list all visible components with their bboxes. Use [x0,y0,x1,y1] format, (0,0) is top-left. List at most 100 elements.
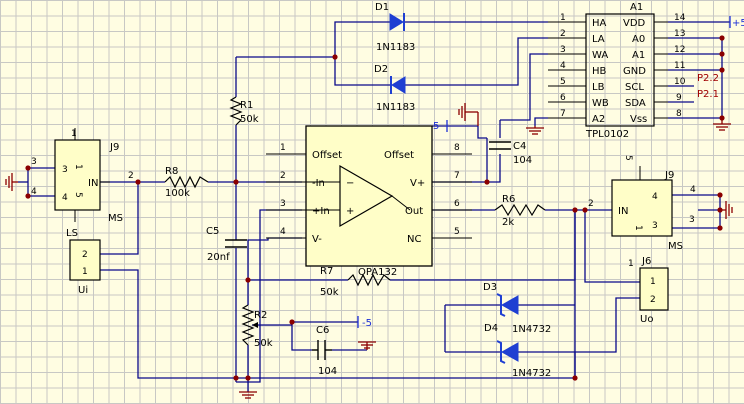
opamp-pin-name: Out [405,206,423,217]
opamp-pin-num: 6 [454,199,460,209]
capacitor-c6: C6 104 [312,325,337,377]
j9-right-body [611,179,673,237]
a1-pin-name: HB [592,66,607,77]
a1-right-pins [654,21,668,119]
ground-icon [458,103,479,126]
opamp-pin-num: 7 [454,171,460,181]
diode-d3-bar [496,293,506,317]
c5-ref: C5 [206,226,219,237]
wire-d2-to-a1 [405,37,548,86]
ground-icon [239,391,257,399]
wire-out-to-j6 [584,210,640,283]
opamp-pin-num: 1 [280,143,286,153]
net-label-p22: P2.2 [697,73,719,84]
opamp-pin-num: 8 [454,143,460,153]
j6-pin-num: 2 [650,295,656,305]
junction [484,179,490,185]
j9-left-pin-num: 3 [31,157,37,167]
a1-value: TPL0102 [585,129,629,140]
ground-icon [5,173,18,191]
r8-value: 100k [165,188,190,199]
opamp-u1: − + 1 2 3 4 Offset -In +In V- 8 7 6 5 Of… [266,120,472,278]
j9-left-pin-num: 2 [128,171,134,181]
j9-right-ref: J9 [664,170,674,181]
connector-j6: 1 2 1 J6 Uo [628,256,669,325]
net-label-p21: P2.1 [697,89,719,100]
wire-a1-pin3 [500,53,548,121]
junction [245,277,251,283]
diode-d2-body [391,76,406,94]
connector-j9-right: 5 4 3 1 4 3 2 IN J9 MS [588,155,696,252]
j9-left-pin-num: 1 [73,164,83,170]
junction [25,165,31,171]
d2-value: 1N1183 [376,102,415,113]
a1-pin-name: LA [592,34,605,45]
a1-pin-num: 4 [560,61,566,71]
a1-pin-name: WA [592,50,608,61]
opamp-left-pins [266,153,306,239]
resistor-r7: R7 50k [320,266,391,298]
d2-ref: D2 [374,64,388,75]
junction [289,319,295,325]
d3-value: 1N4732 [512,324,551,335]
a1-pin-name: VDD [623,18,646,29]
j9-right-pin-num: 4 [690,185,696,195]
opamp-pin-num: 4 [280,227,286,237]
ground-icon [358,341,376,350]
r6-value: 2k [502,217,514,228]
a1-pin-name: HA [592,18,607,29]
j9-left-pin-num: 4 [31,187,37,197]
opamp-pin-name: Offset [312,150,342,161]
j9-right-in-label: IN [618,206,628,217]
c5-value: 20nf [207,252,230,263]
j6-pin-num: 1 [628,259,634,269]
c6-ref: C6 [316,325,329,336]
opamp-pin-name: +In [312,206,330,217]
connector-j9-left: 1 2 3 4 1 5 3 4 IN J9 MS LS [31,128,134,239]
a1-pin-num: 14 [674,13,686,23]
a1-pin-num: 11 [674,61,685,71]
opamp-minus-sign: − [346,178,354,189]
junction [719,67,725,73]
opamp-triangle-out [391,195,411,211]
junction [717,192,723,198]
wire-vminus [247,237,302,305]
diode-d4-body [500,342,519,362]
c4-value: 104 [513,155,532,166]
j6-pin-num: 1 [650,277,656,287]
wire-a1-gnd-left [534,117,548,126]
ui-body [69,239,101,281]
r1-ref: R1 [240,100,253,111]
resistor-r1: R1 50k [229,96,259,126]
d4-ref: D4 [484,323,498,334]
a1-pin-num: 12 [674,45,685,55]
r1-zigzag [229,96,243,126]
r6-ref: R6 [502,194,515,205]
opamp-triangle [339,164,394,228]
a1-left-pins [548,21,586,119]
r2-zigzag [241,304,255,346]
r1-value: 50k [240,114,259,125]
vdd-supply-label: +5 [732,18,744,29]
diode-d1: D1 1N1183 [375,2,415,53]
c4-ref: C4 [513,141,526,152]
opamp-pin-num: 5 [454,227,460,237]
wire-j9r-pins [672,194,721,229]
junction [582,207,588,213]
r6-zigzag [494,203,546,217]
ic-a1: A1 TPL0102 1 2 3 4 5 6 7 HA LA WA HB LB … [548,2,744,140]
a1-pin-name: LB [592,82,605,93]
j9-right-ms: MS [668,241,683,252]
c6-value: 104 [318,366,337,377]
j9-left-ms: MS [108,213,123,224]
diode-d3: D3 1N4732 [483,282,551,335]
r2-ref: R2 [254,310,267,321]
opamp-pin-name: -In [312,178,325,189]
resistor-r2: R2 50k [241,304,273,349]
wire-d1-d2-left [334,21,390,86]
opamp-pin-name: NC [407,234,421,245]
a1-pin-num: 7 [560,109,566,119]
j9-left-pin-num: 4 [62,193,68,203]
a1-pin-num: 10 [674,77,686,87]
opamp-part-label: OPA132 [358,267,397,278]
